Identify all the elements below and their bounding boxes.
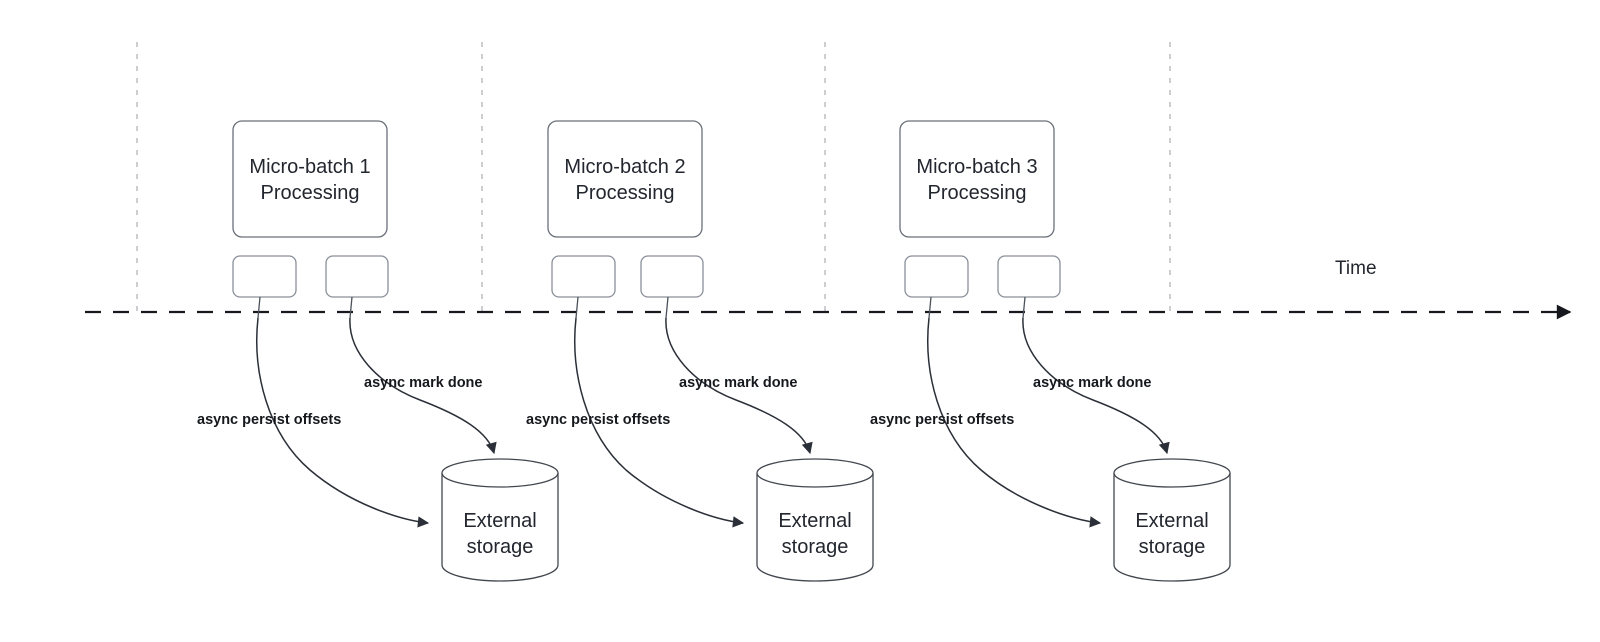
external-storage-1[interactable]: External storage <box>441 458 559 582</box>
micro-batch-3-label-line1: Micro-batch 3 <box>916 156 1037 178</box>
micro-batch-2-task-box-right[interactable] <box>640 255 704 298</box>
micro-batch-1-label-line2: Processing <box>261 182 360 204</box>
micro-batch-3-persist-offsets-arrow <box>927 317 1102 528</box>
micro-batch-1-mark-done-arrow <box>349 317 497 455</box>
time-axis-label: Time <box>1335 258 1377 279</box>
micro-batch-3-mark-done-arrow <box>1022 317 1170 455</box>
external-storage-3-label-line2: storage <box>1139 536 1206 558</box>
micro-batch-1-label-line1: Micro-batch 1 <box>249 156 370 178</box>
micro-batch-2-stem-right <box>665 296 669 319</box>
micro-batch-2-persist-offsets-arrow <box>574 317 745 528</box>
external-storage-2-label-line1: External <box>778 510 851 532</box>
micro-batch-1-task-box-left[interactable] <box>232 255 297 298</box>
micro-batch-2-task-box-left[interactable] <box>551 255 616 298</box>
micro-batch-2-persist-offsets-label: async persist offsets <box>526 412 670 428</box>
micro-batch-1-box[interactable] <box>232 120 388 238</box>
micro-batch-group-2: Micro-batch 2 Processing External storag… <box>526 120 874 582</box>
micro-batch-3-box[interactable] <box>899 120 1055 238</box>
micro-batch-2-mark-done-label: async mark done <box>679 375 797 391</box>
external-storage-2-label-line2: storage <box>782 536 849 558</box>
external-storage-1-label-line2: storage <box>467 536 534 558</box>
external-storage-3-label-line1: External <box>1135 510 1208 532</box>
micro-batch-3-stem-left <box>928 296 932 319</box>
external-storage-2[interactable]: External storage <box>756 458 874 582</box>
micro-batch-1-task-box-right[interactable] <box>325 255 389 298</box>
batch-boundary-dividers <box>136 42 1171 316</box>
micro-batch-3-persist-offsets-label: async persist offsets <box>870 412 1014 428</box>
external-storage-3[interactable]: External storage <box>1113 458 1231 582</box>
micro-batch-group-1: Micro-batch 1 Processing External storag… <box>197 120 559 582</box>
micro-batch-3-mark-done-label: async mark done <box>1033 375 1151 391</box>
time-axis: Time <box>85 258 1572 320</box>
micro-batch-2-stem-left <box>575 296 579 319</box>
micro-batch-2-mark-done-arrow <box>665 317 813 455</box>
micro-batch-2-box[interactable] <box>547 120 703 238</box>
micro-batch-3-task-box-right[interactable] <box>997 255 1061 298</box>
micro-batch-group-3: Micro-batch 3 Processing External storag… <box>870 120 1231 582</box>
micro-batch-3-stem-right <box>1022 296 1026 319</box>
micro-batch-1-persist-offsets-label: async persist offsets <box>197 412 341 428</box>
micro-batch-3-task-box-left[interactable] <box>904 255 969 298</box>
micro-batch-1-persist-offsets-arrow <box>256 317 430 528</box>
micro-batch-3-label-line2: Processing <box>928 182 1027 204</box>
micro-batch-2-label-line1: Micro-batch 2 <box>564 156 685 178</box>
external-storage-1-label-line1: External <box>463 510 536 532</box>
micro-batch-1-stem-right <box>349 296 353 319</box>
micro-batch-1-stem-left <box>257 296 261 319</box>
micro-batch-2-label-line2: Processing <box>576 182 675 204</box>
micro-batch-1-mark-done-label: async mark done <box>364 375 482 391</box>
